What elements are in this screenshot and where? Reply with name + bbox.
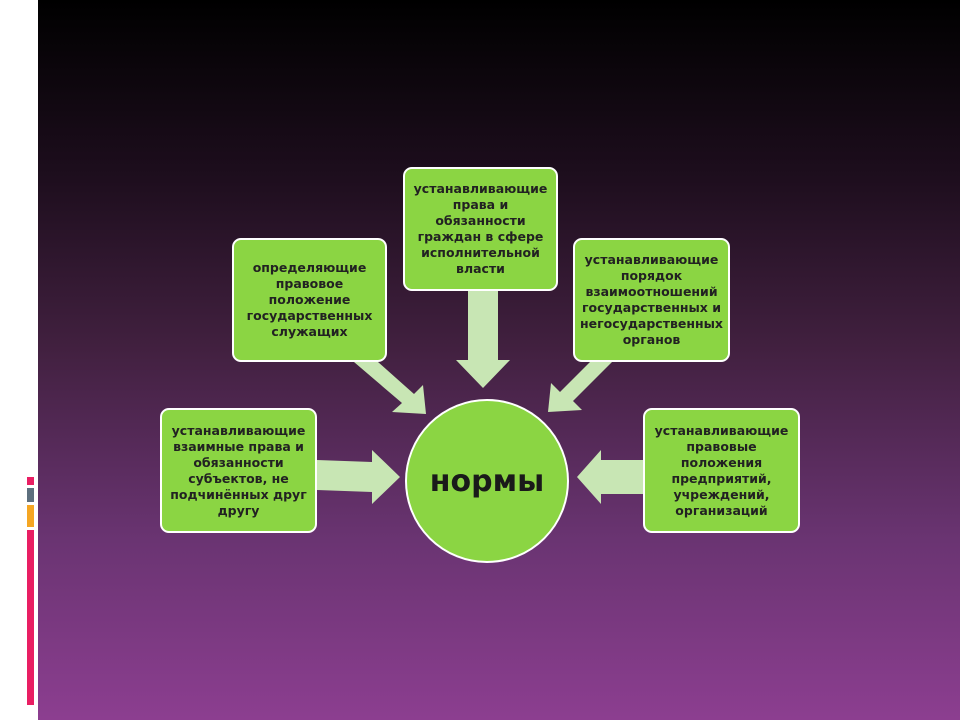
node-left: устанавливающие взаимные права и обязанн… [160,408,317,533]
node-top-text: устанавливающие права и обязанности граж… [413,181,548,276]
accent-bar-pink-long [27,530,34,705]
arrow-upper-right [548,362,612,412]
node-upper-left: определяющие правовое положение государс… [232,238,387,362]
node-left-text: устанавливающие взаимные права и обязанн… [170,422,307,518]
arrow-top [456,291,510,388]
accent-bar-orange [27,505,34,527]
center-node-text: нормы [429,463,545,499]
decorative-stripes [20,64,38,118]
node-right-text: устанавливающие правовые положения предп… [654,422,789,518]
stripe [25,64,27,118]
accent-bar-pink-small [27,477,34,485]
node-upper-right-text: устанавливающие порядок взаимоотношений … [580,252,723,347]
node-top: устанавливающие права и обязанности граж… [403,167,558,291]
stripe [20,64,23,118]
arrow-left [317,450,400,504]
center-node: нормы [405,399,569,563]
stripe [34,64,36,118]
stripe [29,64,32,118]
node-upper-left-text: определяющие правовое положение государс… [246,260,373,339]
arrow-upper-left [354,362,426,414]
node-upper-right: устанавливающие порядок взаимоотношений … [573,238,730,362]
accent-bar-gray [27,488,34,502]
node-right: устанавливающие правовые положения предп… [643,408,800,533]
arrow-right [577,450,643,504]
